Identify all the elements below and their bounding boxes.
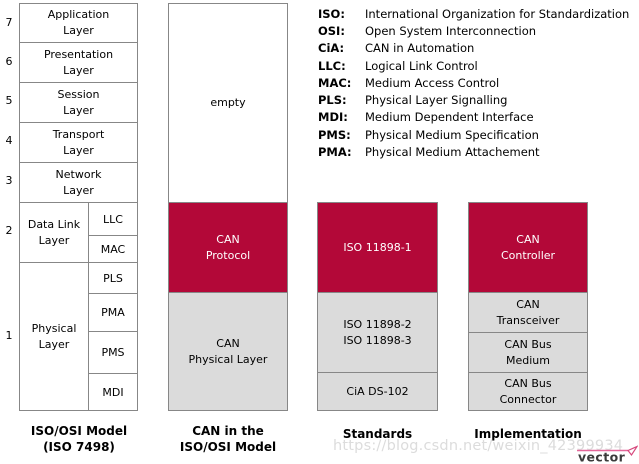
legend-item-mdi: MDI: Medium Dependent Interface (318, 109, 629, 126)
standard-iso-11898-2-3-block: ISO 11898-2 ISO 11898-3 (318, 292, 437, 372)
osi-row-network: Network Layer (20, 162, 137, 202)
osi-row-session: Session Layer (20, 82, 137, 122)
osi-cell-application: Application Layer (47, 8, 110, 37)
watermark: https://blog.csdn.net/weixin_42399934 (333, 438, 624, 454)
osi-layer-number-4: 4 (5, 134, 13, 147)
osi-sub-cell-pls: PLS (103, 271, 123, 285)
osi-layer-number-2: 2 (5, 224, 13, 237)
caption-iso-osi-model: ISO/OSI Model (ISO 7498) (30, 424, 128, 454)
osi-cell-presentation: Presentation Layer (43, 47, 114, 77)
legend-item-pls: PLS: Physical Layer Signalling (318, 91, 629, 108)
osi-row-presentation: Presentation Layer (20, 42, 137, 82)
osi-sub-cell-pma: PMA (89, 293, 137, 331)
osi-row-application: Application Layer (20, 4, 137, 42)
legend-item-mac: MAC: Medium Access Control (318, 74, 629, 91)
osi-row-datalink: Data Link Layer LLC MAC (20, 202, 137, 262)
legend-abbr: LLC: (318, 58, 346, 73)
legend-abbr: PLS: (318, 93, 347, 108)
caption-implementation: Implementation (474, 427, 582, 441)
legend-text: Physical Medium Specification (365, 127, 539, 142)
legend-abbr: PMA: (318, 145, 352, 160)
osi-cell-physical: Physical Layer (31, 321, 77, 351)
vector-logo-text: vector (578, 450, 626, 464)
legend-item-llc: LLC: Logical Link Control (318, 57, 629, 74)
osi-cell-datalink: Data Link Layer (27, 217, 81, 247)
legend-abbr: MDI: (318, 110, 348, 125)
vector-logo: vector (577, 445, 638, 464)
implementation-column: CAN Controller CAN Transceiver CAN Bus M… (468, 202, 588, 411)
osi-sub-cell-llc: LLC (103, 212, 123, 226)
osi-datalink-subcolumn: LLC MAC (88, 203, 137, 262)
osi-layer-number-7: 7 (5, 16, 13, 29)
legend-text: Medium Access Control (365, 75, 500, 90)
legend-abbr: ISO: (318, 6, 345, 21)
caption-can-in-iso-osi-model: CAN in the ISO/OSI Model (179, 424, 277, 454)
osi-cell-session: Session Layer (57, 87, 100, 117)
osi-layer-number-5: 5 (5, 94, 13, 107)
vector-logo-arrow-icon (627, 445, 638, 457)
osi-layer-number-3: 3 (5, 174, 13, 187)
legend-item-pms: PMS: Physical Medium Specification (318, 126, 629, 143)
can-bus-connector-block: CAN Bus Connector (469, 372, 587, 410)
can-model-empty-block: empty (169, 4, 287, 202)
osi-row-physical: Physical Layer PLS PMA PMS MDI (20, 262, 137, 410)
osi-cell-transport: Transport Layer (52, 127, 105, 157)
osi-layer-number-6: 6 (5, 55, 13, 68)
legend-item-pma: PMA: Physical Medium Attachement (318, 143, 629, 160)
osi-layer-number-1: 1 (5, 329, 13, 342)
legend-text: Open System Interconnection (365, 23, 537, 38)
can-physical-layer-block: CAN Physical Layer (169, 292, 287, 410)
caption-standards: Standards (342, 427, 413, 441)
osi-sub-cell-mac: MAC (89, 235, 137, 262)
legend-item-cia: CiA: CAN in Automation (318, 40, 629, 57)
standards-column: ISO 11898-1 ISO 11898-2 ISO 11898-3 CiA … (317, 202, 438, 411)
standard-iso-11898-1-block: ISO 11898-1 (318, 203, 437, 292)
osi-sub-cell-mdi: MDI (89, 373, 137, 410)
legend-item-osi: OSI: Open System Interconnection (318, 22, 629, 39)
osi-physical-subcolumn: PLS PMA PMS MDI (88, 263, 137, 410)
abbreviation-legend: ISO: International Organization for Stand… (318, 5, 629, 161)
osi-model-table: Application Layer Presentation Layer Ses… (19, 3, 138, 411)
legend-text: Medium Dependent Interface (365, 110, 534, 125)
can-bus-medium-block: CAN Bus Medium (469, 332, 587, 372)
can-model-column: empty CAN Protocol CAN Physical Layer (168, 3, 288, 411)
legend-text: Logical Link Control (365, 58, 478, 73)
osi-sub-cell-pms: PMS (89, 331, 137, 373)
legend-text: International Organization for Standardi… (365, 6, 630, 21)
standard-cia-ds102-block: CiA DS-102 (318, 372, 437, 410)
legend-abbr: PMS: (318, 127, 351, 142)
legend-text: CAN in Automation (365, 41, 475, 56)
legend-text: Physical Medium Attachement (365, 145, 540, 160)
legend-text: Physical Layer Signalling (365, 93, 508, 108)
legend-abbr: OSI: (318, 23, 345, 38)
osi-row-transport: Transport Layer (20, 122, 137, 162)
can-transceiver-block: CAN Transceiver (469, 292, 587, 332)
can-controller-block: CAN Controller (469, 203, 587, 292)
can-protocol-block: CAN Protocol (169, 202, 287, 292)
legend-abbr: CiA: (318, 41, 345, 56)
legend-abbr: MAC: (318, 75, 352, 90)
legend-item-iso: ISO: International Organization for Stand… (318, 5, 629, 22)
osi-cell-network: Network Layer (55, 167, 102, 197)
